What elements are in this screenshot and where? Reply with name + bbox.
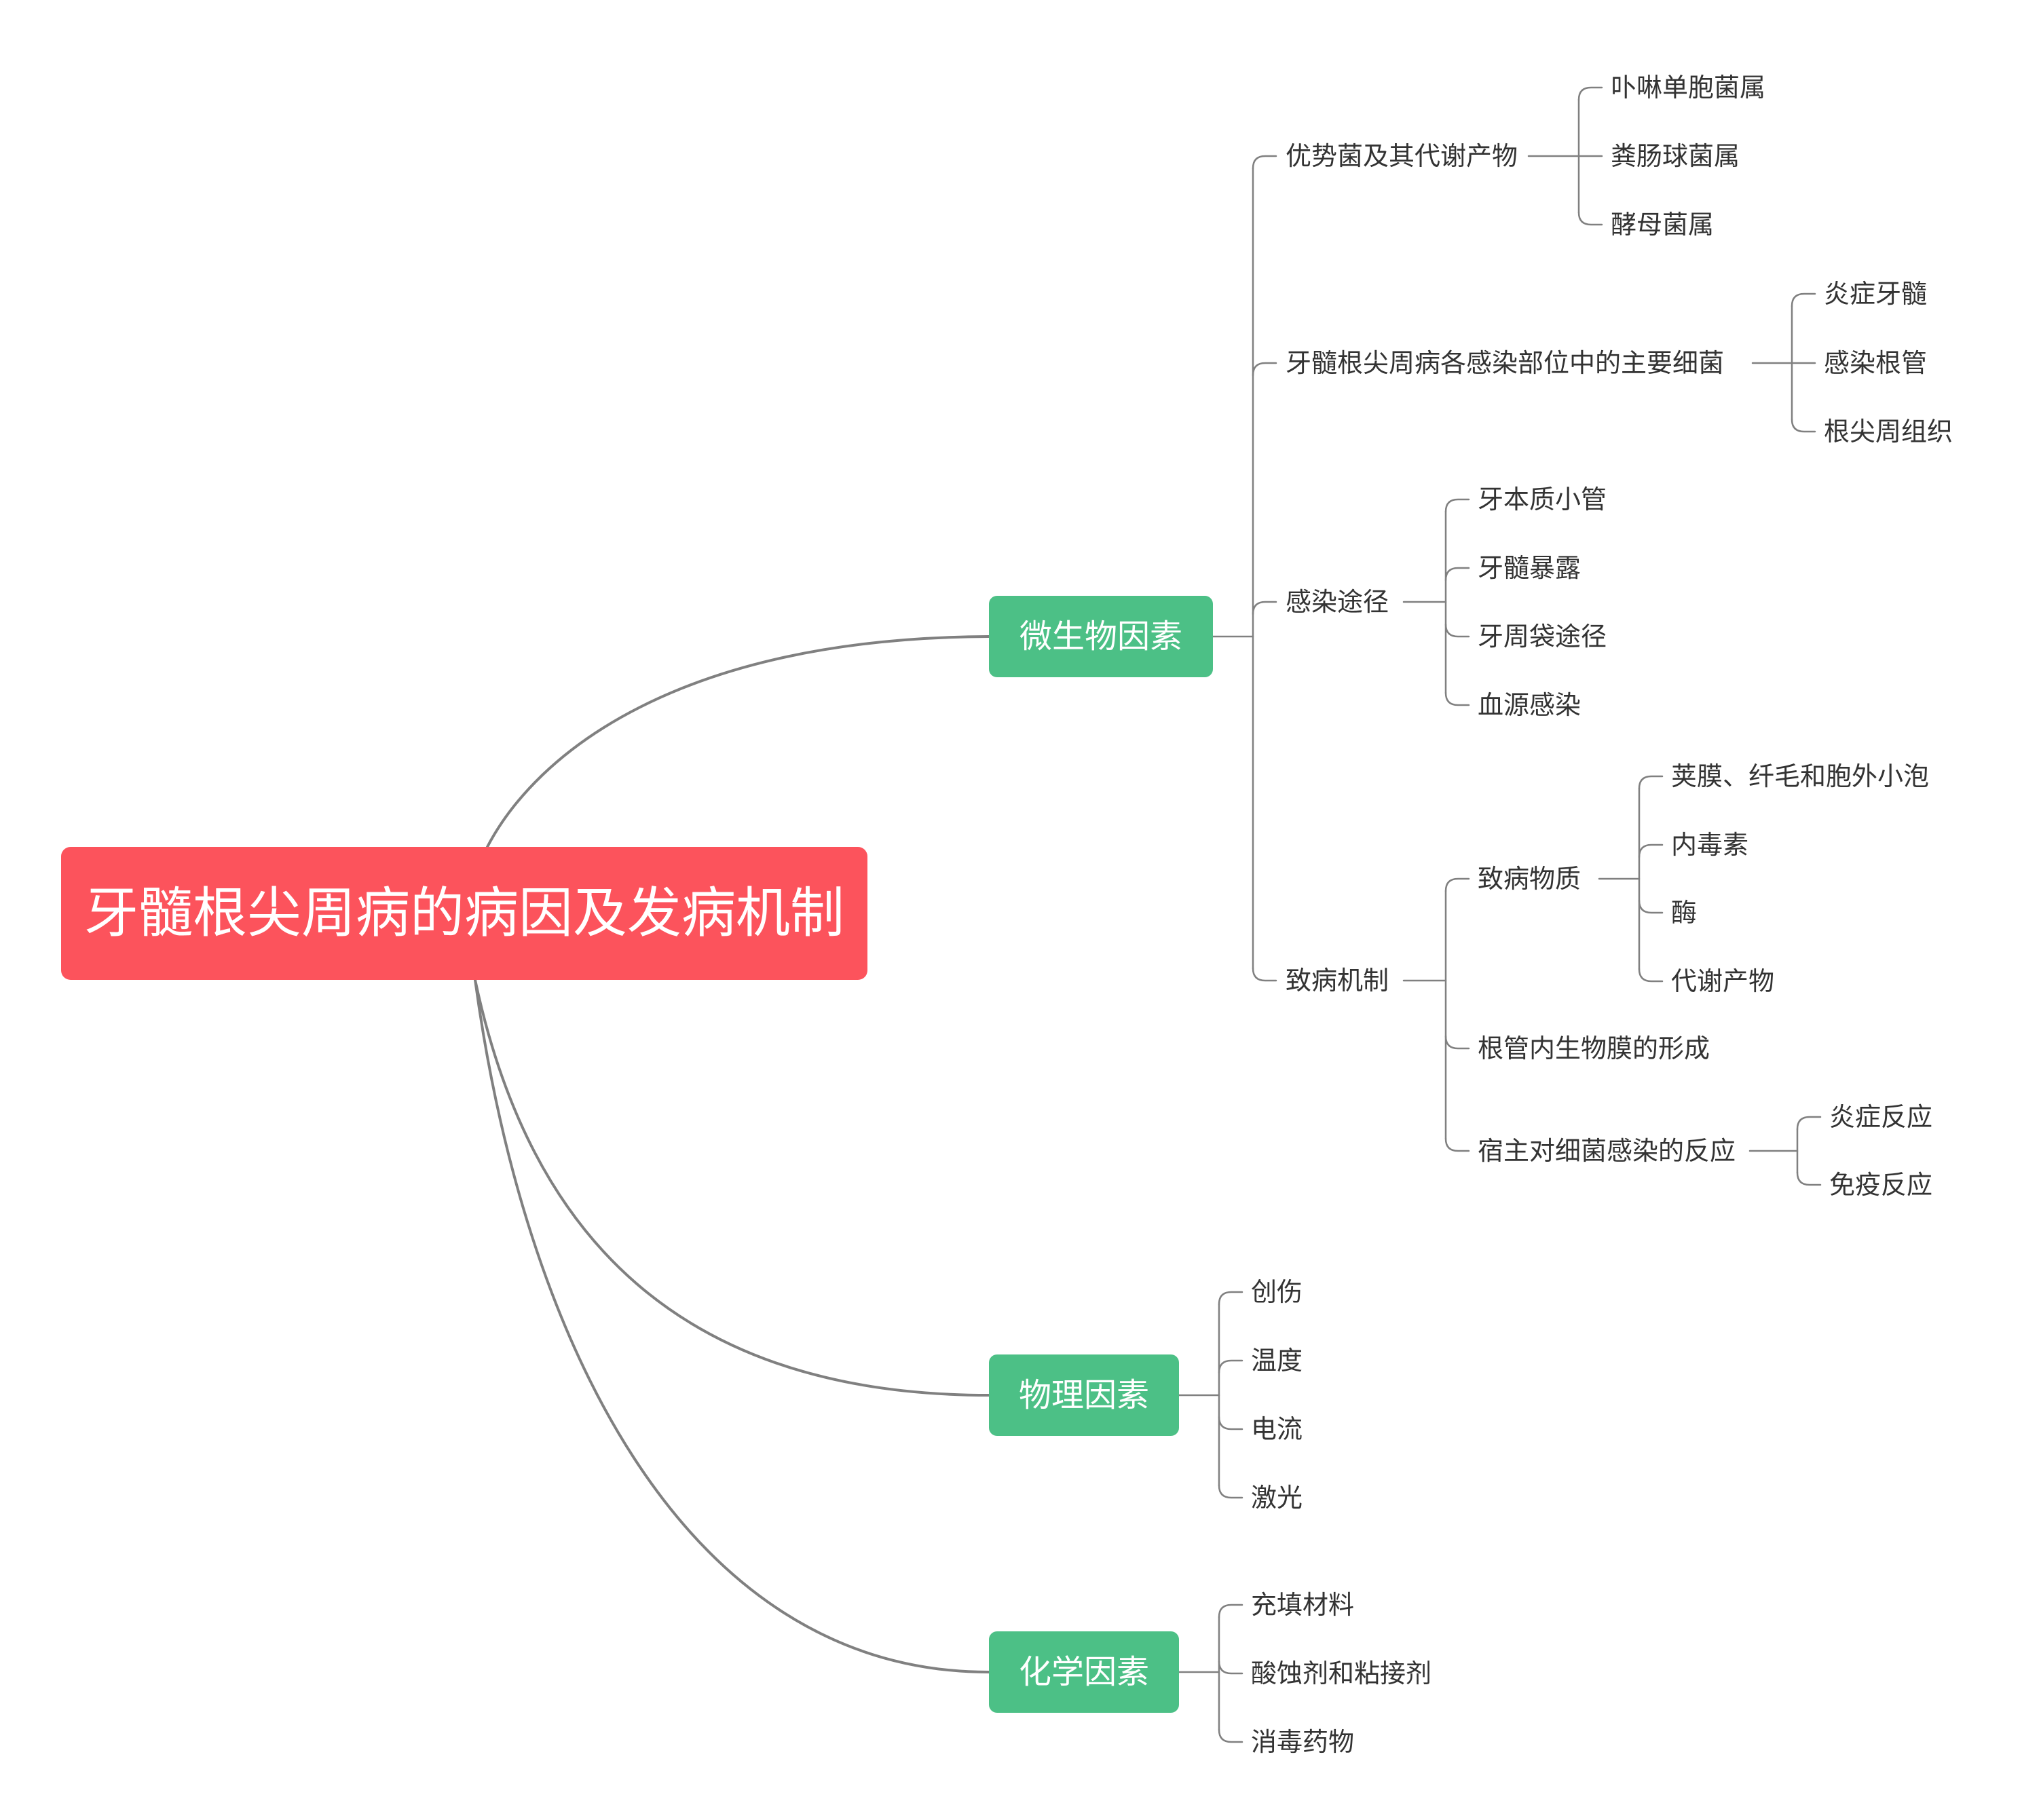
leaf-laser[interactable]: 激光 — [1251, 1483, 1303, 1513]
connector-dominant-branch-0 — [1577, 86, 1603, 101]
leaf-capsule-fimbriae[interactable]: 荚膜、纤毛和胞外小泡 — [1671, 761, 1930, 791]
connector-pathogenic-branch-3 — [1638, 968, 1664, 983]
topic-physical-factors[interactable]: 物理因素 — [989, 1354, 1179, 1436]
connector-physical-branch-2 — [1218, 1416, 1243, 1430]
connector-mechanism-branch-0 — [1444, 877, 1470, 892]
connector-route-branch-0 — [1444, 498, 1470, 513]
leaf-immune-response[interactable]: 免疫反应 — [1829, 1170, 1933, 1200]
connector-mechanism-branch-1 — [1444, 1035, 1470, 1050]
connector-pathogenic-branch-1 — [1638, 843, 1664, 858]
leaf-etchant-adhesive[interactable]: 酸蚀剂和粘接剂 — [1251, 1658, 1432, 1688]
connector-main-bacteria-branch-0 — [1791, 292, 1816, 307]
connector-main-bacteria-branch-2 — [1791, 418, 1816, 433]
connector-route-branch-2 — [1444, 623, 1470, 638]
connector-physical-branch-3 — [1218, 1484, 1243, 1499]
leaf-hematogenous[interactable]: 血源感染 — [1478, 690, 1581, 720]
leaf-periodontal-pocket[interactable]: 牙周袋途径 — [1478, 622, 1607, 651]
leaf-filling-material[interactable]: 充填材料 — [1251, 1590, 1355, 1620]
subtopic-dominant-bacteria[interactable]: 优势菌及其代谢产物 — [1286, 141, 1518, 171]
central-topic[interactable]: 牙髓根尖周病的病因及发病机制 — [61, 847, 867, 980]
leaf-inflammatory-response[interactable]: 炎症反应 — [1829, 1102, 1933, 1132]
connector-physical-branch-1 — [1218, 1359, 1243, 1374]
subtopic-biofilm[interactable]: 根管内生物膜的形成 — [1478, 1034, 1710, 1063]
connector-chemical-branch-1 — [1218, 1660, 1243, 1675]
connector-route-branch-3 — [1444, 691, 1470, 706]
subtopic-infection-route[interactable]: 感染途径 — [1286, 587, 1389, 617]
leaf-trauma[interactable]: 创伤 — [1251, 1277, 1303, 1307]
leaf-yeast[interactable]: 酵母菌属 — [1611, 210, 1715, 240]
leaf-temperature[interactable]: 温度 — [1251, 1346, 1303, 1376]
connector-host-branch-0 — [1796, 1116, 1822, 1131]
leaf-pulp-exposure[interactable]: 牙髓暴露 — [1478, 553, 1581, 583]
topic-micro-factors[interactable]: 微生物因素 — [989, 596, 1213, 677]
connector-host-branch-1 — [1796, 1171, 1822, 1186]
leaf-current[interactable]: 电流 — [1251, 1414, 1303, 1444]
leaf-dentinal-tubules[interactable]: 牙本质小管 — [1478, 485, 1607, 514]
connector-physical-branch-0 — [1218, 1291, 1243, 1306]
connector-micro-branch-2 — [1252, 601, 1277, 615]
leaf-inflamed-pulp[interactable]: 炎症牙髓 — [1824, 279, 1928, 309]
subtopic-host-response[interactable]: 宿主对细菌感染的反应 — [1478, 1136, 1736, 1166]
leaf-metabolites[interactable]: 代谢产物 — [1671, 966, 1775, 996]
connector-route-branch-1 — [1444, 567, 1470, 582]
connector-micro-branch-1 — [1252, 362, 1277, 377]
connector-central-micro — [486, 635, 990, 848]
subtopic-pathogenic-substances[interactable]: 致病物质 — [1478, 864, 1581, 894]
leaf-porphyromonas[interactable]: 卟啉单胞菌属 — [1611, 73, 1766, 102]
connector-central-physical — [474, 979, 990, 1397]
leaf-infected-canal[interactable]: 感染根管 — [1824, 348, 1928, 378]
connector-central-chemical — [474, 979, 990, 1673]
connector-chemical-branch-0 — [1218, 1604, 1243, 1618]
leaf-periapical-tissue[interactable]: 根尖周组织 — [1824, 417, 1953, 447]
leaf-enterococcus[interactable]: 粪肠球菌属 — [1611, 141, 1740, 171]
connector-micro-branch-3 — [1252, 967, 1277, 982]
subtopic-main-bacteria[interactable]: 牙髓根尖周病各感染部位中的主要细菌 — [1286, 348, 1725, 378]
connector-mechanism-branch-2 — [1444, 1137, 1470, 1152]
leaf-enzyme[interactable]: 酶 — [1671, 898, 1698, 928]
connector-pathogenic-branch-2 — [1638, 899, 1664, 914]
topic-chemical-factors[interactable]: 化学因素 — [989, 1631, 1179, 1713]
leaf-disinfectant[interactable]: 消毒药物 — [1251, 1727, 1355, 1757]
leaf-endotoxin[interactable]: 内毒素 — [1671, 830, 1749, 860]
connector-dominant-branch-2 — [1577, 211, 1603, 226]
connector-pathogenic-branch-0 — [1638, 775, 1664, 790]
subtopic-mechanism[interactable]: 致病机制 — [1286, 966, 1389, 996]
connector-chemical-branch-2 — [1218, 1728, 1243, 1743]
connector-micro-branch-0 — [1252, 155, 1277, 170]
